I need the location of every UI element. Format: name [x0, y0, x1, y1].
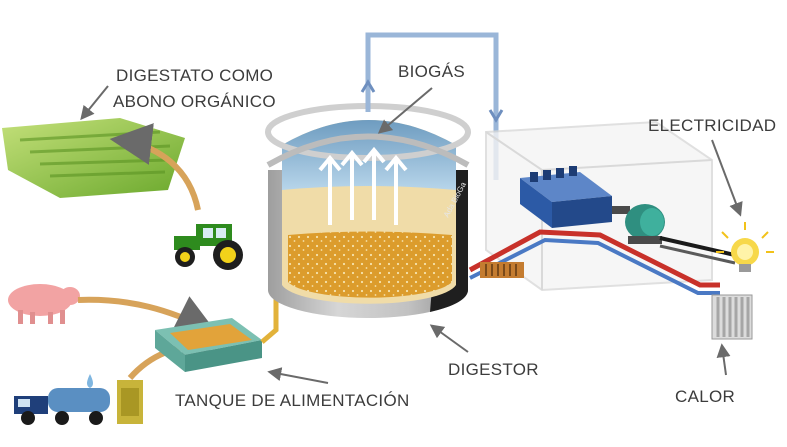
lightbulb-icon [716, 222, 774, 272]
feed-tank-icon [155, 318, 262, 372]
label-electricity: ELECTRICIDAD [648, 116, 777, 135]
biogas-pipe-arrow-down [488, 109, 504, 123]
label-heat: CALOR [675, 387, 736, 406]
label-arrows [80, 85, 743, 384]
label-biogas: BIOGÁS [398, 62, 465, 81]
electric-cable-2 [659, 244, 736, 265]
label-digestate-line1: DIGESTATO COMO [116, 66, 274, 85]
digester-icon [265, 103, 471, 318]
engine-icon [520, 166, 630, 228]
container-icon [117, 380, 143, 424]
biogas-pipe [365, 32, 499, 180]
gas-rise-arrows [318, 146, 408, 225]
generator-icon [625, 204, 665, 244]
pig-icon [8, 284, 80, 324]
digestate-arrow [109, 123, 201, 211]
grass-field-icon [2, 118, 185, 198]
label-digestate-line2: ABONO ORGÁNICO [113, 92, 276, 111]
label-digester: DIGESTOR [448, 360, 539, 379]
tractor-icon [174, 224, 243, 270]
radiator-icon [711, 294, 753, 340]
cold-water-pipe [469, 237, 720, 295]
truck-icon [14, 374, 110, 425]
hot-water-pipe [468, 229, 720, 288]
heat-exchanger-icon [480, 262, 524, 278]
label-feed-tank: TANQUE DE ALIMENTACIÓN [175, 391, 410, 410]
biogas-pipe-arrow-up [360, 79, 376, 93]
